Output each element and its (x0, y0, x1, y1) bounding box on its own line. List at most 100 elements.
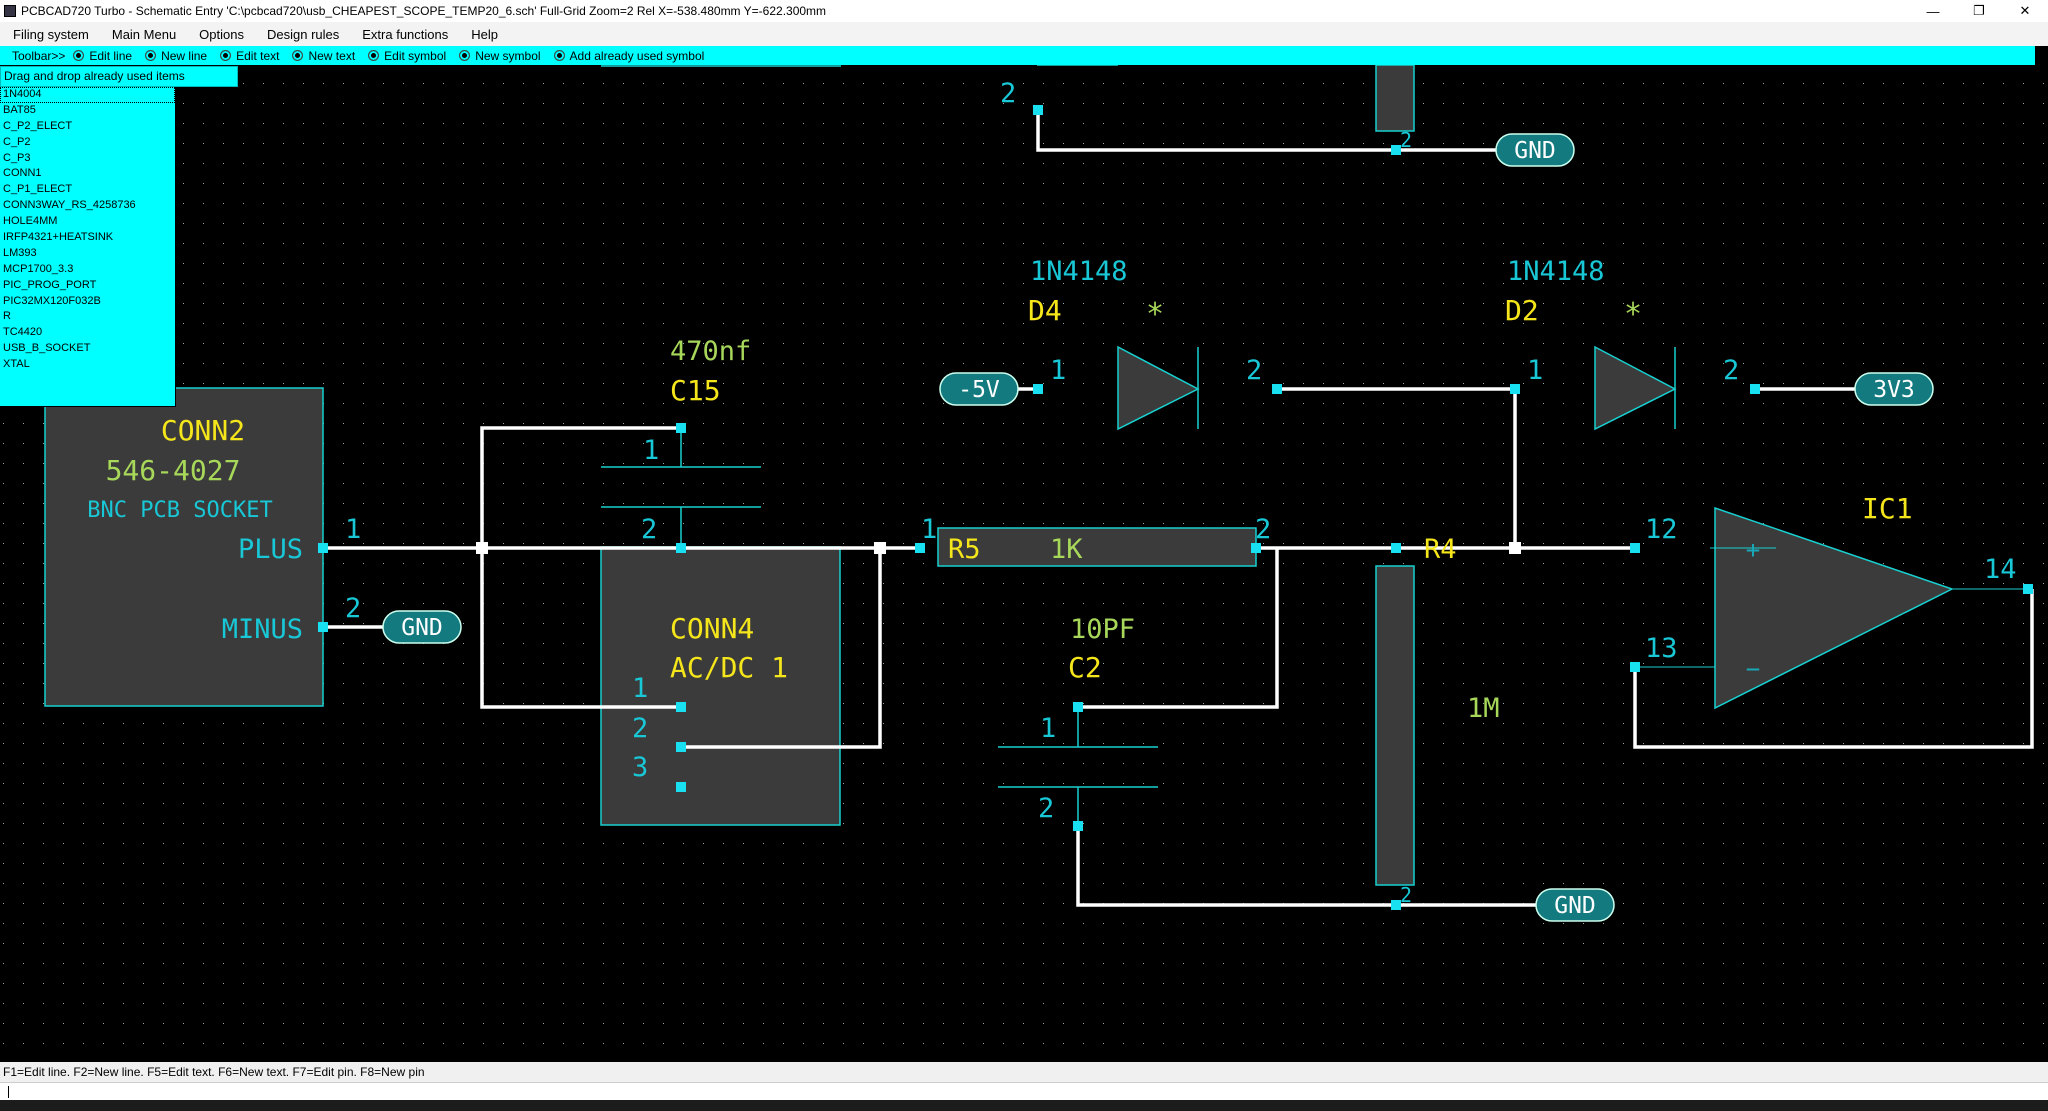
used-item[interactable]: C_P1_ELECT (3, 183, 73, 196)
ic1-pin13-num: 13 (1645, 633, 1678, 664)
used-item[interactable]: PIC32MX120F032B (3, 294, 101, 307)
neg5v-label-text: -5V (958, 377, 1000, 403)
toolbar-edit-text-label: Edit text (236, 48, 280, 63)
d4-mark: * (1146, 297, 1164, 332)
c15-value: 470nf (670, 336, 751, 367)
close-button[interactable]: ✕ (2019, 3, 2031, 18)
net-label-shape (382, 610, 462, 644)
menu-extra-functions[interactable]: Extra functions (362, 26, 449, 42)
menu-filing-system[interactable]: Filing system (13, 26, 89, 42)
toolbar-edit-line[interactable]: Edit line (73, 49, 132, 63)
menu-main-menu[interactable]: Main Menu (111, 26, 177, 42)
maximize-button[interactable]: ❐ (1973, 3, 1985, 18)
used-item[interactable]: LM393 (3, 246, 37, 259)
status-bar: F1=Edit line. F2=New line. F5=Edit text.… (0, 1062, 2048, 1082)
schematic-canvas[interactable]: GND GND GND -5V 3V3 CONN2 546-4027 BNC P… (0, 65, 2048, 1062)
toolbar-label: Toolbar>> (12, 48, 66, 63)
used-item[interactable]: C_P3 (3, 151, 31, 164)
gnd-label-bottom[interactable]: GND (1535, 888, 1615, 922)
toolbar-add-used-symbol[interactable]: Add already used symbol (553, 48, 705, 63)
d4-part: 1N4148 (1030, 256, 1128, 287)
v3v3-label-text: 3V3 (1873, 377, 1915, 403)
conn4-body[interactable] (600, 546, 841, 826)
d4-ref: D4 (1028, 294, 1062, 327)
used-item[interactable]: CONN1 (3, 167, 42, 180)
radio-icon (459, 50, 471, 61)
c2-pin2-num: 2 (1038, 793, 1054, 824)
radio-icon (368, 50, 380, 61)
d2-ref: D2 (1505, 294, 1539, 327)
c2-value: 10PF (1070, 614, 1135, 645)
text-caret (8, 1086, 9, 1098)
d4-pin2-num: 2 (1246, 355, 1262, 386)
toolbar-edit-text[interactable]: Edit text (220, 49, 279, 63)
toolbar-new-line-label: New line (161, 48, 208, 63)
d2-mark: * (1624, 297, 1642, 332)
used-item[interactable]: TC4420 (3, 326, 43, 339)
used-item[interactable]: CONN3WAY_RS_4258736 (3, 199, 136, 212)
net-label-shape (1854, 372, 1934, 406)
menu-options[interactable]: Options (199, 26, 244, 42)
net-label-shape (1495, 133, 1575, 167)
top-resistor-body[interactable] (1375, 65, 1415, 132)
d2-diode-body[interactable] (1594, 345, 1677, 431)
c15-pin1-num: 1 (643, 435, 659, 466)
used-item[interactable]: XTAL (3, 358, 30, 371)
toolbar-new-text[interactable]: New text (292, 49, 355, 63)
net-label-shape (939, 372, 1019, 406)
command-input[interactable] (0, 1082, 2048, 1101)
used-item[interactable]: 1N4004 (0, 87, 175, 103)
used-item[interactable]: C_P2 (3, 135, 31, 148)
toolbar-new-line[interactable]: New line (145, 49, 207, 63)
r5-pin1-num: 1 (921, 514, 937, 545)
toolbar-new-symbol[interactable]: New symbol (459, 49, 541, 63)
menu-design-rules[interactable]: Design rules (266, 26, 340, 42)
r5-body[interactable] (937, 527, 1257, 567)
toolbar-add-used-symbol-label: Add already used symbol (569, 48, 705, 63)
gnd-label-top[interactable]: GND (1495, 133, 1575, 167)
radio-icon (220, 50, 232, 61)
conn4-ref: CONN4 (670, 612, 754, 645)
c2-ref: C2 (1068, 651, 1102, 684)
used-item[interactable]: C_P2_ELECT (3, 119, 73, 132)
r5-value: 1K (1050, 534, 1083, 565)
radio-icon (292, 50, 304, 61)
menu-bar: Filing system Main Menu Options Design r… (0, 22, 2048, 46)
pin-markers (318, 105, 2033, 910)
conn2-body[interactable] (44, 387, 324, 707)
d2-pin1-num: 1 (1527, 355, 1543, 386)
toolbar-edit-symbol-label: Edit symbol (384, 48, 447, 63)
used-item[interactable]: BAT85 (3, 103, 36, 116)
gnd-label-bottom-text: GND (1554, 893, 1596, 919)
conn4-pin1-num: 1 (632, 673, 648, 704)
r4-pin2-num: 2 (1400, 883, 1412, 907)
toolbar-new-text-label: New text (308, 48, 356, 63)
gnd-label-conn2[interactable]: GND (382, 610, 462, 644)
conn2-pin2-num: 2 (345, 593, 361, 624)
top-part-pin2-num: 2 (1000, 78, 1016, 109)
toolbar: Toolbar>> Edit line New line Edit text N… (0, 46, 2035, 65)
used-item[interactable]: USB_B_SOCKET (3, 342, 91, 355)
toolbar-edit-symbol[interactable]: Edit symbol (368, 49, 446, 63)
d4-diode-body[interactable] (1117, 345, 1200, 431)
window-title: PCBCAD720 Turbo - Schematic Entry 'C:\pc… (21, 4, 827, 18)
r4-body[interactable] (1375, 565, 1415, 886)
neg5v-label[interactable]: -5V (939, 372, 1019, 406)
gnd-label-top-text: GND (1514, 138, 1556, 164)
conn2-pin1-num: 1 (345, 514, 361, 545)
v3v3-label[interactable]: 3V3 (1854, 372, 1934, 406)
used-item[interactable]: R (3, 310, 11, 323)
used-item[interactable]: IRFP4321+HEATSINK (3, 231, 114, 244)
ic1-opamp-body[interactable] (1714, 506, 1954, 710)
taskbar (0, 1100, 2048, 1111)
gnd-label-conn2-text: GND (401, 615, 443, 641)
minimize-button[interactable]: — (1926, 3, 1940, 19)
app-icon (4, 5, 16, 17)
menu-help[interactable]: Help (471, 26, 498, 42)
used-item[interactable]: MCP1700_3.3 (3, 262, 74, 275)
used-item[interactable]: PIC_PROG_PORT (3, 278, 97, 291)
used-item[interactable]: HOLE4MM (3, 215, 58, 228)
conn2-ref: CONN2 (161, 414, 245, 447)
title-bar: PCBCAD720 Turbo - Schematic Entry 'C:\pc… (0, 0, 2048, 22)
